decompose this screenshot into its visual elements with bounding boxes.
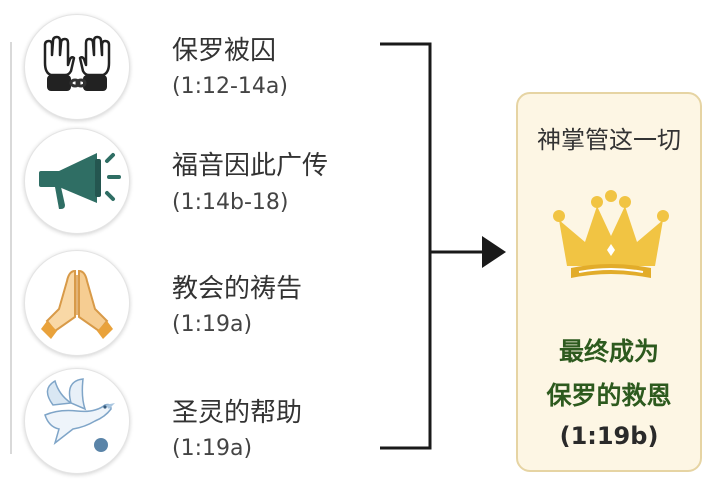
item-title: 保罗被囚 xyxy=(172,36,277,66)
result-panel: 神掌管这一切 最终成为 保罗的救恩 (1:19b) xyxy=(516,92,702,472)
result-line-2: 保罗的救恩 xyxy=(546,381,672,410)
result-reference: (1:19b) xyxy=(559,422,659,450)
item-reference: (1:19a) xyxy=(172,436,253,461)
handcuffs-icon xyxy=(24,14,130,120)
item-title: 圣灵的帮助 xyxy=(172,398,303,428)
item-title: 福音因此广传 xyxy=(172,151,329,181)
crown-icon xyxy=(553,190,669,278)
item-reference: (1:19a) xyxy=(172,312,253,337)
result-heading: 神掌管这一切 xyxy=(537,126,681,154)
result-line-1: 最终成为 xyxy=(558,337,659,366)
left-divider-line xyxy=(10,42,12,454)
item-title: 教会的祷告 xyxy=(172,274,303,304)
dove-icon xyxy=(24,368,130,474)
item-reference: (1:12-14a) xyxy=(172,74,288,99)
megaphone-icon xyxy=(24,128,130,234)
arrow-head-icon xyxy=(482,236,506,268)
praying-hands-icon xyxy=(24,250,130,356)
converging-bracket-arrow xyxy=(380,42,506,450)
item-reference: (1:14b-18) xyxy=(172,190,289,215)
